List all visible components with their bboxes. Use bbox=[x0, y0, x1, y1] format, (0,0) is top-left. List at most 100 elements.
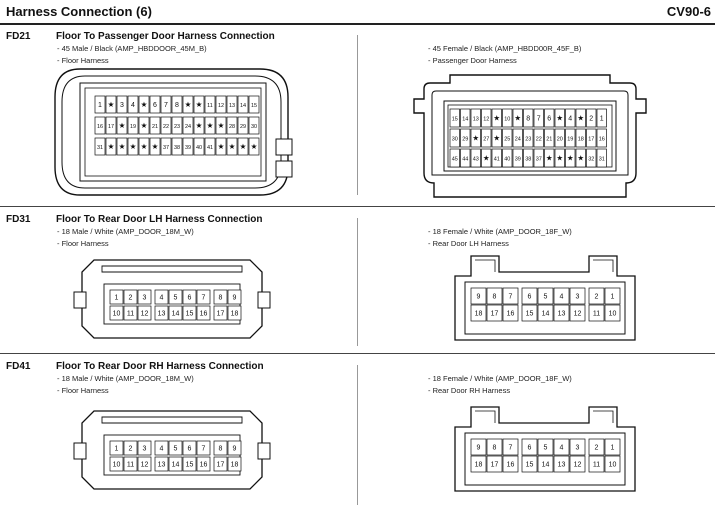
pin-cell bbox=[502, 438, 519, 456]
pin-cell bbox=[586, 148, 597, 168]
pin-cell bbox=[521, 438, 538, 456]
pin-cell bbox=[533, 148, 544, 168]
pin-cell bbox=[481, 148, 492, 168]
pin-cell bbox=[193, 137, 205, 156]
pin-cell bbox=[502, 455, 519, 473]
unused-pin-star: ★ bbox=[218, 121, 225, 130]
pin-cell bbox=[193, 116, 205, 135]
pin-cell bbox=[226, 95, 238, 114]
pin-number: 41 bbox=[207, 145, 213, 151]
pin-cell bbox=[248, 137, 260, 156]
pin-cell bbox=[215, 116, 227, 135]
pin-cell bbox=[138, 137, 150, 156]
pin-number: 8 bbox=[219, 446, 223, 453]
pin-cell bbox=[521, 287, 538, 305]
section-fd21: FD21 Floor To Passenger Door Harness Con… bbox=[0, 31, 715, 206]
pin-cell bbox=[460, 108, 471, 128]
pin-number: 3 bbox=[143, 295, 147, 302]
pin-number: 15 bbox=[251, 103, 257, 109]
pin-number: 12 bbox=[141, 311, 149, 318]
pin-number: 13 bbox=[229, 103, 235, 109]
pin-number: 12 bbox=[141, 462, 149, 469]
pin-cell bbox=[248, 95, 260, 114]
pin-cell bbox=[137, 440, 152, 456]
pin-number: 19 bbox=[130, 124, 136, 130]
pin-number: 5 bbox=[544, 294, 548, 301]
page-code: CV90-6 bbox=[666, 4, 711, 19]
pin-cell bbox=[171, 137, 183, 156]
pin-cell bbox=[521, 455, 538, 473]
pin-cell bbox=[248, 116, 260, 135]
pin-cell bbox=[168, 440, 183, 456]
pin-cell bbox=[237, 137, 249, 156]
pin-number: 13 bbox=[558, 311, 566, 318]
pin-cell bbox=[470, 455, 487, 473]
pin-cell bbox=[105, 137, 117, 156]
pin-cell bbox=[237, 116, 249, 135]
pin-cell bbox=[127, 137, 139, 156]
pin-number: 9 bbox=[477, 445, 481, 452]
pin-cell bbox=[588, 455, 605, 473]
column-divider bbox=[357, 35, 358, 195]
pin-number: 45 bbox=[452, 157, 458, 163]
pin-cell bbox=[138, 95, 150, 114]
page-title: Harness Connection (6) bbox=[6, 4, 152, 19]
section-fd31: FD31 Floor To Rear Door LH Harness Conne… bbox=[0, 214, 715, 354]
pin-number: 16 bbox=[200, 462, 208, 469]
pin-number: 7 bbox=[509, 445, 513, 452]
unused-pin-star: ★ bbox=[240, 142, 247, 151]
pin-number: 31 bbox=[599, 157, 605, 163]
pin-cell bbox=[460, 148, 471, 168]
pin-number: 16 bbox=[507, 462, 515, 469]
pin-number: 17 bbox=[217, 311, 225, 318]
pin-number: 38 bbox=[174, 145, 180, 151]
pin-number: 18 bbox=[475, 311, 483, 318]
pin-cell bbox=[565, 108, 576, 128]
section-title: Floor To Rear Door LH Harness Connection bbox=[56, 214, 263, 225]
male-harness-name: - Floor Harness bbox=[57, 239, 109, 248]
pin-number: 8 bbox=[175, 102, 179, 109]
pin-cell bbox=[227, 305, 242, 321]
pin-cell bbox=[154, 305, 169, 321]
unused-pin-star: ★ bbox=[185, 100, 192, 109]
pin-number: 8 bbox=[219, 295, 223, 302]
pin-number: 13 bbox=[473, 117, 479, 123]
unused-pin-star: ★ bbox=[567, 154, 574, 163]
section-divider bbox=[0, 206, 715, 207]
pin-number: 3 bbox=[576, 445, 580, 452]
pin-number: 18 bbox=[475, 462, 483, 469]
pin-cell bbox=[470, 108, 481, 128]
pin-number: 1 bbox=[98, 102, 102, 109]
header-rule bbox=[0, 23, 715, 25]
pin-cell bbox=[137, 305, 152, 321]
pin-cell bbox=[171, 95, 183, 114]
pin-cell bbox=[537, 304, 554, 322]
pin-number: 6 bbox=[528, 294, 532, 301]
pin-cell bbox=[227, 289, 242, 305]
pin-cell bbox=[213, 440, 228, 456]
pin-number: 10 bbox=[113, 311, 121, 318]
pin-cell bbox=[544, 148, 555, 168]
pin-cell bbox=[182, 305, 197, 321]
pin-cell bbox=[226, 137, 238, 156]
pin-number: 1 bbox=[611, 294, 615, 301]
pin-cell bbox=[544, 128, 555, 148]
section-id: FD21 bbox=[6, 31, 31, 42]
pin-cell bbox=[227, 440, 242, 456]
pin-number: 7 bbox=[509, 294, 513, 301]
pin-cell bbox=[596, 128, 607, 148]
pin-number: 39 bbox=[515, 157, 521, 163]
pin-number: 2 bbox=[129, 446, 133, 453]
column-divider bbox=[357, 218, 358, 346]
pin-cell bbox=[204, 116, 216, 135]
pin-cell bbox=[588, 438, 605, 456]
pin-cell bbox=[449, 148, 460, 168]
male-harness-name: - Floor Harness bbox=[57, 56, 109, 65]
pin-number: 15 bbox=[526, 462, 534, 469]
pin-number: 32 bbox=[588, 157, 594, 163]
pin-cell bbox=[569, 455, 586, 473]
unused-pin-star: ★ bbox=[130, 142, 137, 151]
